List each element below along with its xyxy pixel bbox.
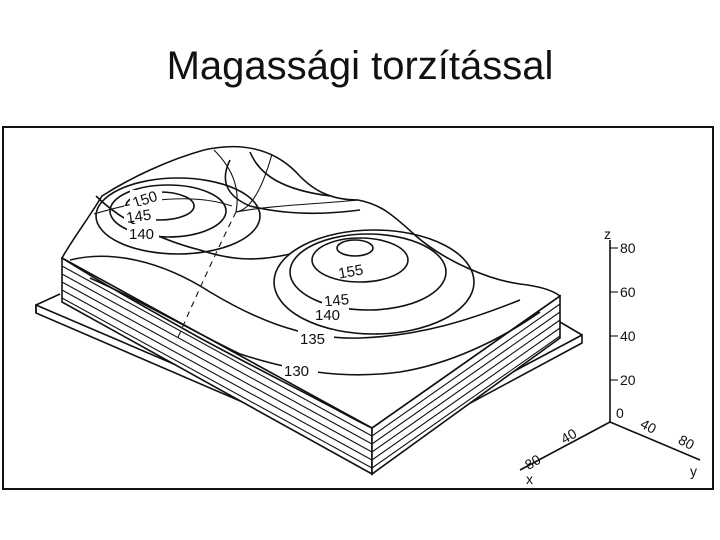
contour-label: 155 bbox=[337, 262, 365, 283]
z-tick-label: 60 bbox=[620, 284, 636, 300]
x-axis-label: x bbox=[526, 471, 533, 487]
x-tick-label: 80 bbox=[522, 451, 544, 473]
contour-label: 140 bbox=[129, 226, 154, 243]
contour-labels: 150 145 140 155 145 140 135 130 bbox=[124, 188, 372, 380]
z-tick-label: 20 bbox=[620, 372, 636, 388]
contour-label: 135 bbox=[300, 331, 325, 348]
z-axis-label: z bbox=[604, 226, 611, 242]
contour-label: 150 bbox=[131, 188, 160, 212]
x-tick-label: 40 bbox=[558, 425, 580, 447]
axes-gizmo: z 80 60 40 20 0 40 80 x 40 80 y bbox=[519, 226, 701, 487]
z-tick-label: 80 bbox=[620, 240, 636, 256]
contour-label: 140 bbox=[315, 307, 340, 324]
contour-label: 145 bbox=[125, 207, 152, 227]
y-tick-label: 40 bbox=[638, 415, 659, 437]
x-axis-line bbox=[519, 421, 611, 471]
z-tick-label: 40 bbox=[620, 328, 636, 344]
slide-title: Magassági torzítással bbox=[166, 44, 554, 88]
y-tick-label: 80 bbox=[676, 431, 697, 453]
terrain-layers bbox=[61, 256, 561, 476]
y-axis-line bbox=[609, 421, 701, 461]
z-tick-label: 0 bbox=[616, 405, 624, 421]
contour-label: 130 bbox=[284, 363, 309, 380]
contour-label: 145 bbox=[323, 291, 350, 311]
y-axis-label: y bbox=[690, 463, 697, 479]
